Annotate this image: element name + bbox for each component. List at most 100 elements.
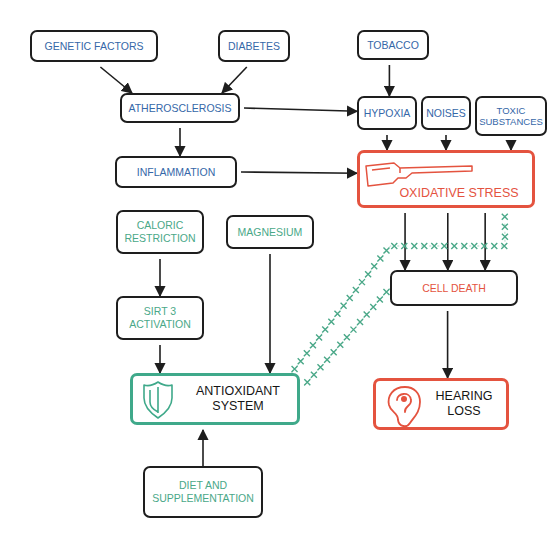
- process-box: INFLAMMATION: [115, 156, 237, 188]
- arrow-connector: [447, 213, 448, 270]
- connector-line: [386, 135, 388, 150]
- process-box: TOBACCO: [357, 30, 429, 60]
- rifle-outline: [366, 163, 472, 186]
- arrow-connector: [405, 213, 406, 270]
- node-label: INFLAMMATION: [137, 166, 216, 179]
- arrow-connector: [160, 345, 161, 373]
- connector-line: [179, 128, 181, 156]
- arrow-connector: [100, 67, 132, 93]
- cross-mark: [317, 364, 323, 370]
- cross-mark: [347, 295, 353, 301]
- cross-mark: [502, 214, 508, 220]
- arrow-connector: [244, 108, 357, 111]
- node-label: ANTIOXIDANT SYSTEM: [183, 384, 293, 414]
- connector-line: [447, 213, 449, 270]
- arrow-connector: [241, 172, 357, 173]
- process-box: HEARING LOSS: [373, 378, 509, 430]
- arrow-connector: [270, 254, 271, 373]
- node-label: TOBACCO: [367, 39, 419, 52]
- process-box: NOISES: [421, 96, 471, 130]
- process-box: TOXIC SUBSTANCES: [475, 96, 547, 136]
- connector-line: [100, 67, 132, 93]
- node-label: NOISES: [426, 107, 466, 120]
- cross-mark: [401, 243, 407, 249]
- inhibition-connector: [304, 288, 390, 386]
- node-label: OXIDATIVE STRESS: [399, 186, 518, 201]
- cross-mark: [441, 243, 447, 249]
- connector-line: [244, 108, 357, 111]
- node-label: CELL DEATH: [422, 282, 486, 295]
- rifle-detail: [372, 168, 400, 173]
- ear-detail: [397, 394, 411, 412]
- node-label: MAGNESIUM: [238, 226, 303, 239]
- process-box: GENETIC FACTORS: [30, 30, 158, 62]
- connector-line: [159, 259, 161, 296]
- process-box: ATHEROSCLEROSIS: [120, 93, 240, 123]
- cross-mark: [328, 319, 334, 325]
- node-label: HEARING LOSS: [426, 389, 502, 419]
- cross-mark: [383, 289, 389, 295]
- cross-mark: [491, 243, 497, 249]
- connector-line: [202, 430, 204, 466]
- cross-mark: [502, 224, 508, 230]
- cross-mark: [298, 358, 304, 364]
- connector-line: [447, 311, 449, 378]
- cross-mark: [411, 243, 417, 249]
- cross-mark: [377, 255, 383, 261]
- cross-mark: [304, 350, 310, 356]
- process-box: DIET AND SUPPLEMENTATION: [143, 466, 263, 518]
- cross-mark: [344, 334, 350, 340]
- connector-line: [159, 345, 161, 373]
- process-box: DIABETES: [218, 30, 290, 62]
- cross-mark: [353, 287, 359, 293]
- cross-mark: [461, 243, 467, 249]
- cross-mark: [383, 248, 389, 254]
- process-box: SIRT 3 ACTIVATION: [116, 296, 204, 340]
- connector-line: [222, 67, 247, 93]
- arrow-connector: [485, 213, 486, 270]
- cross-mark: [421, 243, 427, 249]
- cross-mark: [337, 342, 343, 348]
- connector-line: [510, 141, 512, 150]
- cross-mark: [377, 297, 383, 303]
- ear-dot: [401, 396, 407, 402]
- connector-line: [304, 288, 390, 386]
- node-label: DIABETES: [228, 40, 280, 53]
- rifle-icon: [366, 163, 472, 186]
- cross-mark: [431, 243, 437, 249]
- connector-line: [445, 135, 447, 150]
- node-label: CALORIC RESTRICTION: [121, 219, 199, 244]
- cross-mark: [481, 243, 487, 249]
- cross-mark: [391, 243, 397, 249]
- cross-mark: [341, 303, 347, 309]
- arrow-connector: [447, 311, 448, 378]
- cross-mark: [350, 327, 356, 333]
- arrow-connector: [160, 259, 161, 296]
- cross-mark: [365, 271, 371, 277]
- cross-mark: [501, 243, 507, 249]
- node-label: GENETIC FACTORS: [45, 40, 144, 53]
- arrow-connector: [203, 430, 204, 466]
- cross-mark: [364, 312, 370, 318]
- cross-mark: [322, 327, 328, 333]
- ear-icon: [389, 387, 420, 426]
- cross-mark: [311, 372, 317, 378]
- arrow-connector: [180, 128, 181, 156]
- process-box: CALORIC RESTRICTION: [116, 210, 204, 254]
- shield-icon: [144, 382, 172, 418]
- connector-line: [269, 254, 271, 373]
- cross-mark: [471, 243, 477, 249]
- cross-mark: [324, 357, 330, 363]
- cross-mark: [334, 311, 340, 317]
- process-box: CELL DEATH: [390, 270, 518, 306]
- arrow-connector: [222, 67, 247, 93]
- arrow-connector: [446, 135, 447, 150]
- cross-mark: [310, 342, 316, 348]
- ear-outline: [389, 387, 420, 426]
- arrow-connector: [387, 135, 388, 150]
- node-label: DIET AND SUPPLEMENTATION: [148, 479, 258, 504]
- process-box: ANTIOXIDANT SYSTEM: [130, 373, 300, 425]
- process-box: MAGNESIUM: [226, 215, 314, 249]
- cross-mark: [359, 279, 365, 285]
